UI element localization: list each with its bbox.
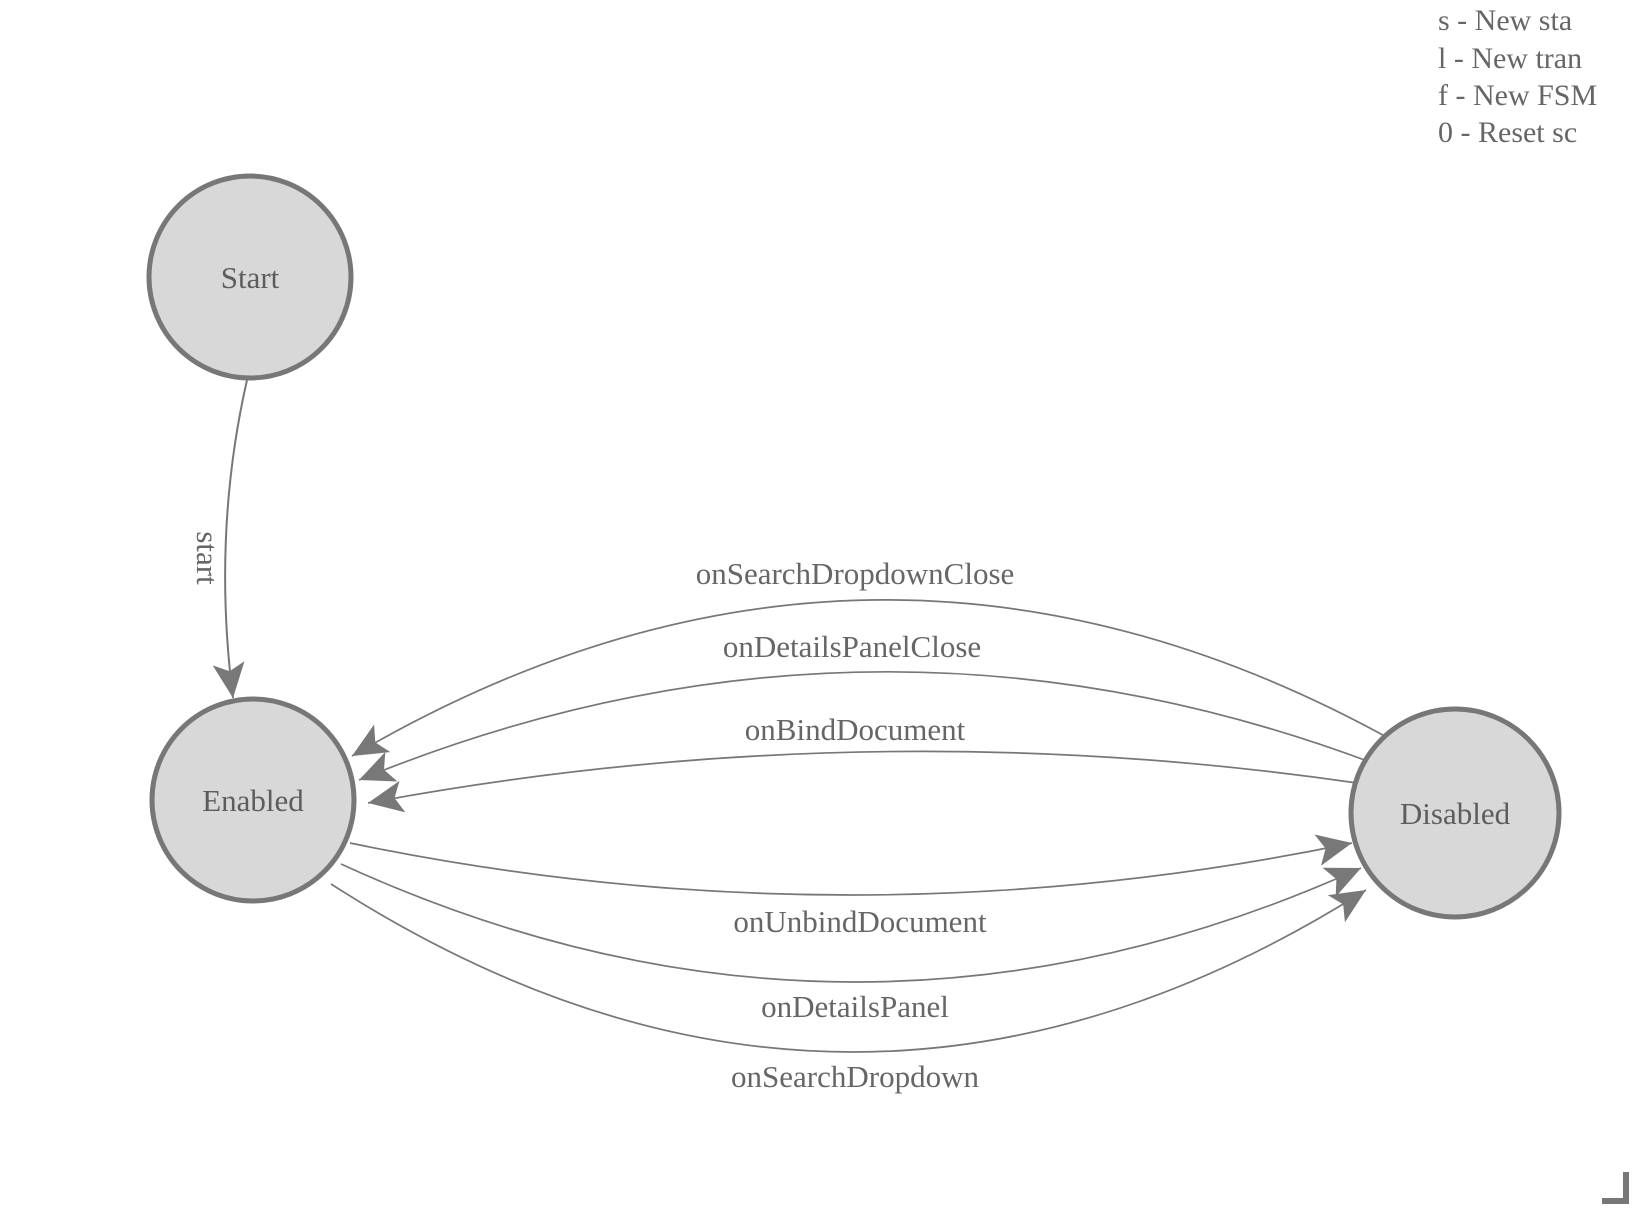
edge-onSearchDropdown[interactable] <box>330 883 1367 1053</box>
edge-label-onSearchDropdown: onSearchDropdown <box>731 1059 979 1094</box>
state-label-start: Start <box>221 260 280 295</box>
legend-line: s - New sta <box>1438 4 1572 37</box>
edge-label-onSearchDropdownClose: onSearchDropdownClose <box>696 556 1015 591</box>
edge-onUnbindDocument[interactable] <box>349 834 1353 896</box>
legend-line: l - New tran <box>1438 42 1582 75</box>
edge-label-onDetailsPanelClose: onDetailsPanelClose <box>723 629 981 664</box>
legend-line: f - New FSM <box>1438 79 1597 112</box>
edge-label-onDetailsPanel: onDetailsPanel <box>761 989 949 1024</box>
edge-onSearchDropdownClose[interactable] <box>351 599 1393 757</box>
offscreen-corner-bracket <box>1602 1172 1629 1204</box>
edge-start[interactable] <box>212 379 248 699</box>
state-circle-start[interactable] <box>146 173 354 381</box>
state-node-disabled[interactable]: Disabled <box>1348 706 1562 920</box>
state-label-enabled: Enabled <box>202 783 304 818</box>
legend: s - New sta l - New tran f - New FSM 0 -… <box>1438 4 1597 149</box>
edge-label-start: start <box>190 531 225 585</box>
state-node-enabled[interactable]: Enabled <box>149 696 357 904</box>
edge-onDetailsPanel[interactable] <box>340 863 1362 983</box>
state-label-disabled: Disabled <box>1400 796 1511 831</box>
edge-onBindDocument[interactable] <box>367 750 1358 813</box>
state-node-start[interactable]: Start <box>146 173 354 381</box>
edge-label-onUnbindDocument: onUnbindDocument <box>733 904 987 939</box>
state-circle-enabled[interactable] <box>149 696 357 904</box>
edge-label-onBindDocument: onBindDocument <box>745 712 966 747</box>
legend-line: 0 - Reset sc <box>1438 116 1577 149</box>
state-circle-disabled[interactable] <box>1348 706 1562 920</box>
edge-onDetailsPanelClose[interactable] <box>358 670 1371 782</box>
